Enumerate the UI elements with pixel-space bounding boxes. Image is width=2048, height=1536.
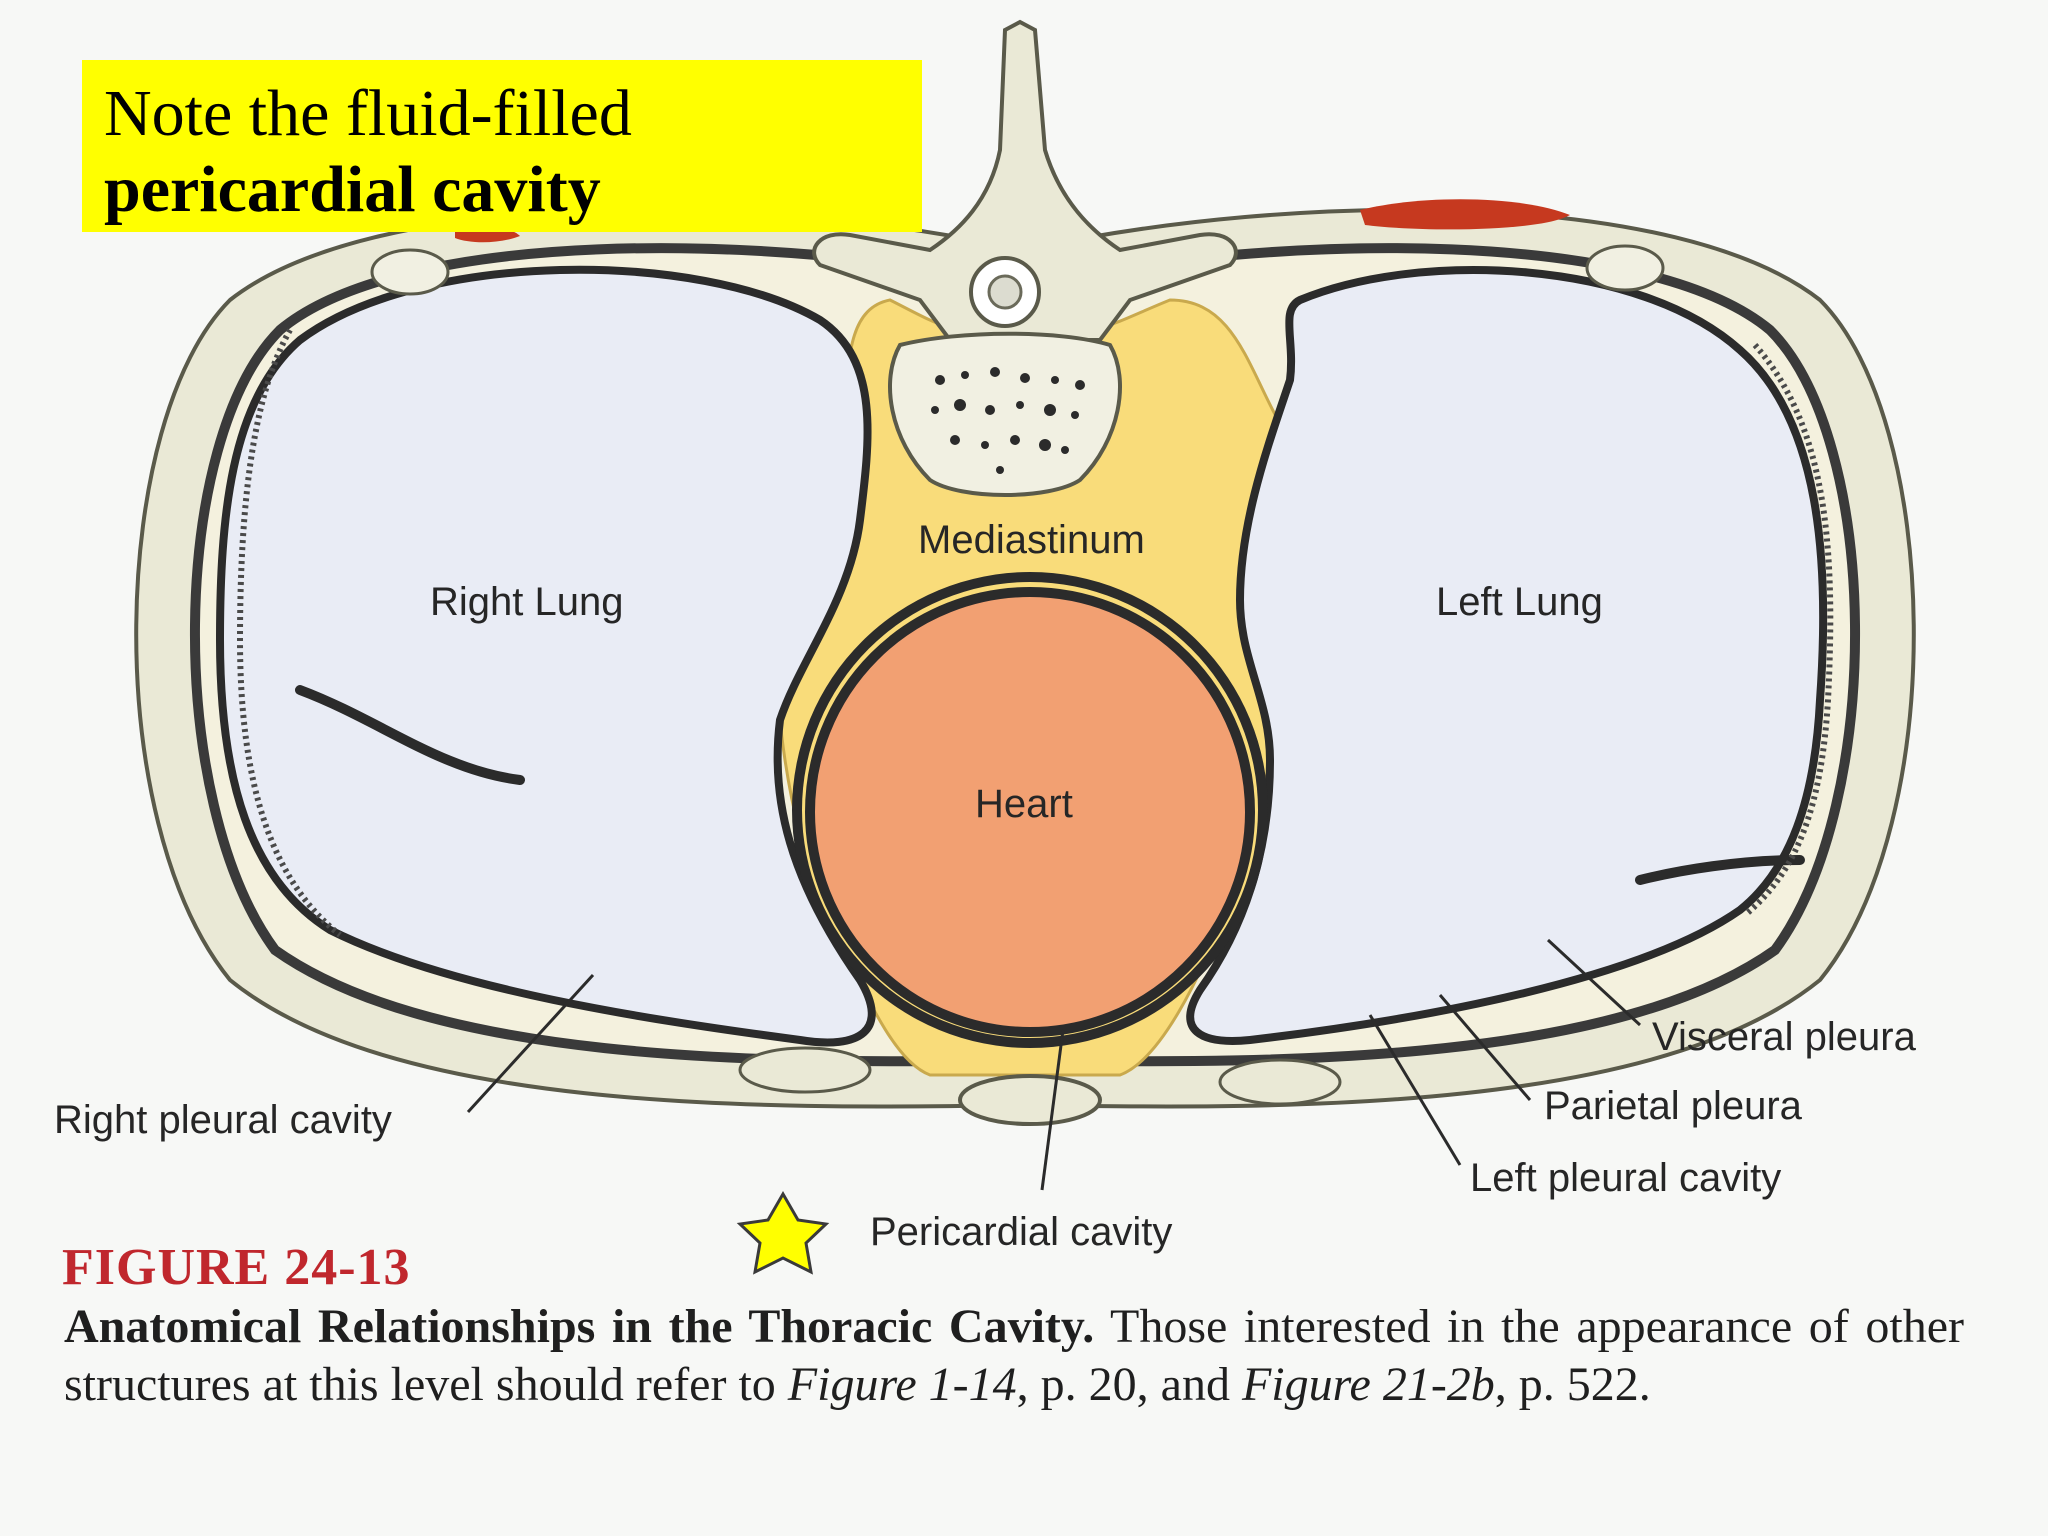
label-right-lung: Right Lung	[430, 580, 624, 624]
rib-left	[1585, 244, 1665, 292]
sternum	[958, 1074, 1102, 1126]
left-pleural-line	[1743, 343, 1834, 918]
heart	[805, 587, 1255, 1037]
caption-text-3: , p. 522.	[1494, 1358, 1651, 1411]
label-visceral-pleura: Visceral pleura	[1652, 1015, 1916, 1059]
label-mediastinum: Mediastinum	[918, 518, 1145, 562]
caption-title: Anatomical Relationships in the Thoracic…	[64, 1300, 1095, 1353]
label-parietal-pleura: Parietal pleura	[1544, 1084, 1802, 1128]
label-left-pleural-cavity: Left pleural cavity	[1470, 1156, 1782, 1200]
star-icon	[736, 1190, 830, 1275]
caption-ref-2: Figure 21-2b	[1241, 1358, 1495, 1411]
figure-caption: Anatomical Relationships in the Thoracic…	[64, 1298, 1964, 1414]
costal-cartilage-right	[738, 1046, 872, 1094]
vertebral-body	[888, 331, 1122, 497]
left-lung	[1186, 266, 1828, 1045]
right-lung	[215, 265, 876, 1047]
right-pleural-line	[236, 328, 342, 938]
right-lung-fissure	[295, 685, 525, 785]
spinous-process	[812, 19, 1238, 342]
leader-lines	[466, 938, 1642, 1191]
figure-number: FIGURE 24-13	[62, 1239, 411, 1296]
highlight-note: Note the fluid-filled pericardial cavity	[82, 60, 922, 232]
left-lung-fissure	[1635, 855, 1805, 885]
caption-text-1: Those interested in the appearance of ot…	[64, 1300, 1965, 1411]
label-right-pleural-cavity: Right pleural cavity	[54, 1098, 392, 1142]
muscle-left	[1360, 199, 1570, 230]
label-pericardial-cavity: Pericardial cavity	[870, 1210, 1173, 1254]
label-heart: Heart	[975, 782, 1073, 826]
bone-texture	[931, 367, 1085, 474]
label-left-lung: Left Lung	[1436, 580, 1603, 624]
note-line-1: Note the fluid-filled	[104, 77, 632, 150]
caption-ref-1: Figure 1-14	[787, 1358, 1017, 1411]
note-line-2: pericardial cavity	[104, 153, 601, 226]
caption-text-2: , p. 20, and	[1016, 1358, 1242, 1411]
rib-right	[370, 248, 450, 296]
costal-cartilage-left	[1218, 1058, 1342, 1106]
